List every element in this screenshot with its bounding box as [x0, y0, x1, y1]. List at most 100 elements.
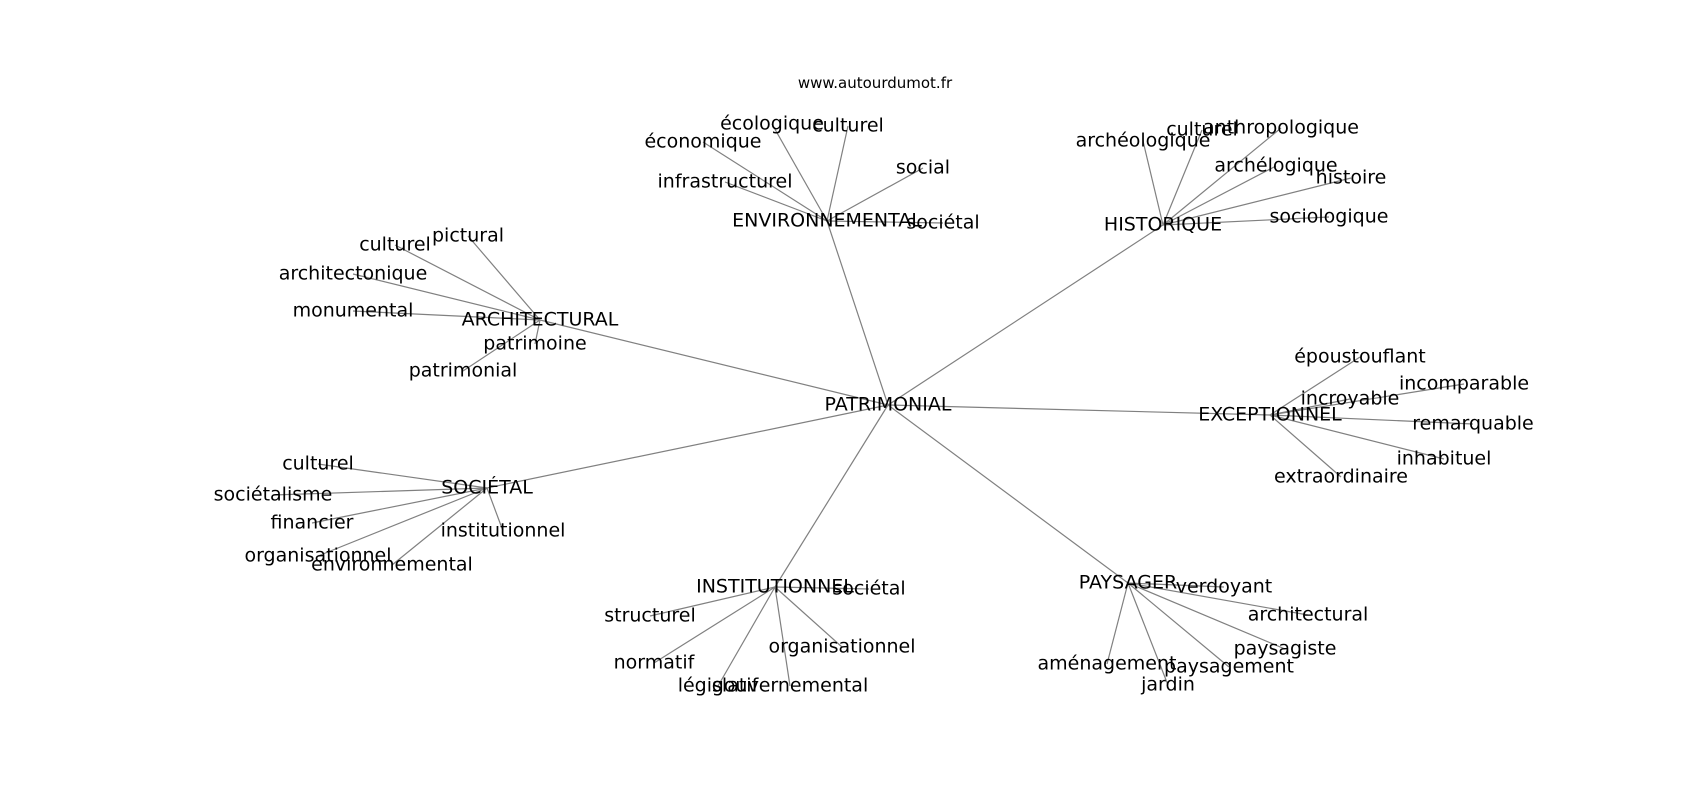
leaf-node-institutionnel-organisationnel: organisationnel	[768, 636, 915, 658]
leaf-node-paysager-jardin: jardin	[1140, 674, 1195, 696]
leaf-node-paysager-amenagement: aménagement	[1038, 653, 1177, 675]
edge-paysager-paysagiste	[1127, 582, 1286, 650]
leaf-node-historique-archeologique: archéologique	[1076, 130, 1211, 152]
leaf-node-architectural-pictural: pictural	[432, 225, 504, 247]
edge-center-environnemental	[826, 220, 889, 406]
edge-environnemental-ecologique	[771, 123, 828, 222]
website-watermark: www.autourdumot.fr	[798, 74, 953, 92]
leaf-node-institutionnel-normatif: normatif	[614, 652, 696, 674]
hub-node-historique: HISTORIQUE	[1104, 214, 1222, 236]
leaf-node-exceptionnel-incomparable: incomparable	[1399, 373, 1529, 395]
edge-institutionnel-gouvernemental	[774, 586, 791, 687]
hub-node-paysager: PAYSAGER	[1079, 572, 1177, 594]
leaf-node-exceptionnel-inhabituel: inhabituel	[1397, 448, 1492, 470]
edge-exceptionnel-epoustouflant	[1269, 356, 1361, 416]
edge-architectural-monumental	[352, 310, 541, 321]
leaf-node-societal-financier: financier	[271, 512, 354, 534]
edge-paysager-paysagement	[1127, 582, 1230, 668]
edge-center-paysager	[887, 404, 1129, 584]
leaf-node-architectural-patrimoine: patrimoine	[483, 333, 586, 355]
leaf-node-paysager-verdoyant: verdoyant	[1176, 576, 1272, 598]
edge-institutionnel-societal	[774, 586, 870, 590]
leaf-node-architectural-culturel: culturel	[359, 234, 431, 256]
leaf-node-societal-culturel: culturel	[282, 453, 354, 475]
leaf-node-institutionnel-gouvernemental: gouvernemental	[712, 675, 868, 697]
edge-historique-archelogique	[1162, 165, 1277, 226]
leaf-node-architectural-monumental: monumental	[293, 300, 414, 322]
leaf-node-societal-organisationnel: organisationnel	[244, 545, 391, 567]
edge-historique-histoire	[1162, 177, 1352, 226]
edge-societal-culturel	[317, 463, 488, 489]
leaf-node-environnemental-culturel: culturel	[812, 115, 884, 137]
edge-environnemental-societal	[826, 220, 944, 224]
graph-labels: PATRIMONIALARCHITECTURALpicturalculturel…	[214, 113, 1534, 697]
edge-historique-archeologique	[1142, 140, 1164, 226]
edge-institutionnel-legislatif	[717, 586, 776, 687]
leaf-node-institutionnel-legislatif: législatif	[678, 675, 760, 697]
leaf-node-societal-societalisme: sociétalisme	[214, 484, 333, 506]
leaf-node-paysager-paysagement: paysagement	[1164, 656, 1294, 678]
edge-institutionnel-normatif	[653, 586, 776, 664]
edge-exceptionnel-remarquable	[1269, 414, 1474, 425]
edge-exceptionnel-incomparable	[1269, 383, 1465, 416]
leaf-node-historique-culturel: culturel	[1166, 119, 1238, 141]
edge-paysager-jardin	[1127, 582, 1169, 686]
edge-societal-financier	[311, 487, 488, 524]
edge-architectural-culturel	[394, 244, 541, 321]
hub-node-architectural: ARCHITECTURAL	[462, 309, 619, 331]
edge-environnemental-economique	[702, 141, 828, 222]
edge-exceptionnel-extraordinaire	[1269, 414, 1342, 478]
edge-exceptionnel-inhabituel	[1269, 414, 1445, 460]
edge-center-historique	[887, 224, 1164, 406]
leaf-node-institutionnel-structurel: structurel	[604, 605, 696, 627]
hub-node-institutionnel: INSTITUTIONNEL	[696, 576, 854, 598]
graph-edges	[272, 123, 1474, 687]
edge-historique-culturel	[1162, 129, 1203, 226]
edge-paysager-amenagement	[1106, 582, 1129, 665]
leaf-node-historique-archelogique: archélogique	[1214, 155, 1337, 177]
edge-institutionnel-structurel	[649, 586, 776, 617]
hub-node-exceptionnel: EXCEPTIONNEL	[1198, 404, 1342, 426]
edge-historique-anthropologique	[1162, 127, 1282, 226]
leaf-node-societal-institutionnel: institutionnel	[441, 520, 566, 542]
edge-environnemental-culturel	[826, 125, 849, 222]
edge-environnemental-social	[826, 167, 924, 222]
leaf-node-environnemental-infrastructurel: infrastructurel	[658, 171, 793, 193]
edge-institutionnel-organisationnel	[774, 586, 843, 648]
edge-paysager-verdoyant	[1127, 582, 1225, 588]
edge-paysager-architectural	[1127, 582, 1309, 616]
leaf-node-historique-histoire: histoire	[1316, 167, 1387, 189]
edge-architectural-pictural	[467, 235, 541, 321]
leaf-node-paysager-architectural: architectural	[1248, 604, 1369, 626]
leaf-node-architectural-architectonique: architectonique	[279, 263, 428, 285]
leaf-node-environnemental-societal: sociétal	[906, 212, 979, 234]
edge-center-architectural	[539, 319, 889, 406]
edge-societal-organisationnel	[317, 487, 488, 557]
leaf-node-historique-anthropologique: anthropologique	[1203, 117, 1359, 139]
leaf-node-societal-environnemental: environnemental	[311, 554, 473, 576]
leaf-node-institutionnel-societal: sociétal	[832, 578, 905, 600]
leaf-node-exceptionnel-remarquable: remarquable	[1412, 413, 1534, 435]
edge-societal-institutionnel	[486, 487, 504, 532]
edge-center-exceptionnel	[887, 404, 1271, 416]
edge-center-societal	[486, 404, 889, 489]
edge-exceptionnel-incroyable	[1269, 398, 1351, 416]
edge-center-institutionnel	[774, 404, 889, 588]
edge-environnemental-infrastructurel	[724, 181, 828, 222]
leaf-node-paysager-paysagiste: paysagiste	[1234, 638, 1337, 660]
center-node: PATRIMONIAL	[825, 394, 952, 416]
hub-node-societal: SOCIÉTAL	[441, 476, 533, 499]
leaf-node-historique-sociologique: sociologique	[1270, 206, 1389, 228]
edge-architectural-architectonique	[352, 273, 541, 321]
leaf-node-environnemental-economique: économique	[644, 131, 761, 153]
edge-architectural-patrimonial	[462, 319, 541, 372]
leaf-node-architectural-patrimonial: patrimonial	[409, 360, 518, 382]
edge-societal-environnemental	[391, 487, 488, 566]
leaf-node-exceptionnel-epoustouflant: époustouflant	[1294, 346, 1426, 368]
edge-historique-sociologique	[1162, 216, 1330, 226]
leaf-node-exceptionnel-incroyable: incroyable	[1301, 388, 1400, 410]
edge-societal-societalisme	[272, 487, 488, 496]
leaf-node-environnemental-social: social	[896, 157, 950, 179]
leaf-node-environnemental-ecologique: écologique	[720, 113, 824, 135]
